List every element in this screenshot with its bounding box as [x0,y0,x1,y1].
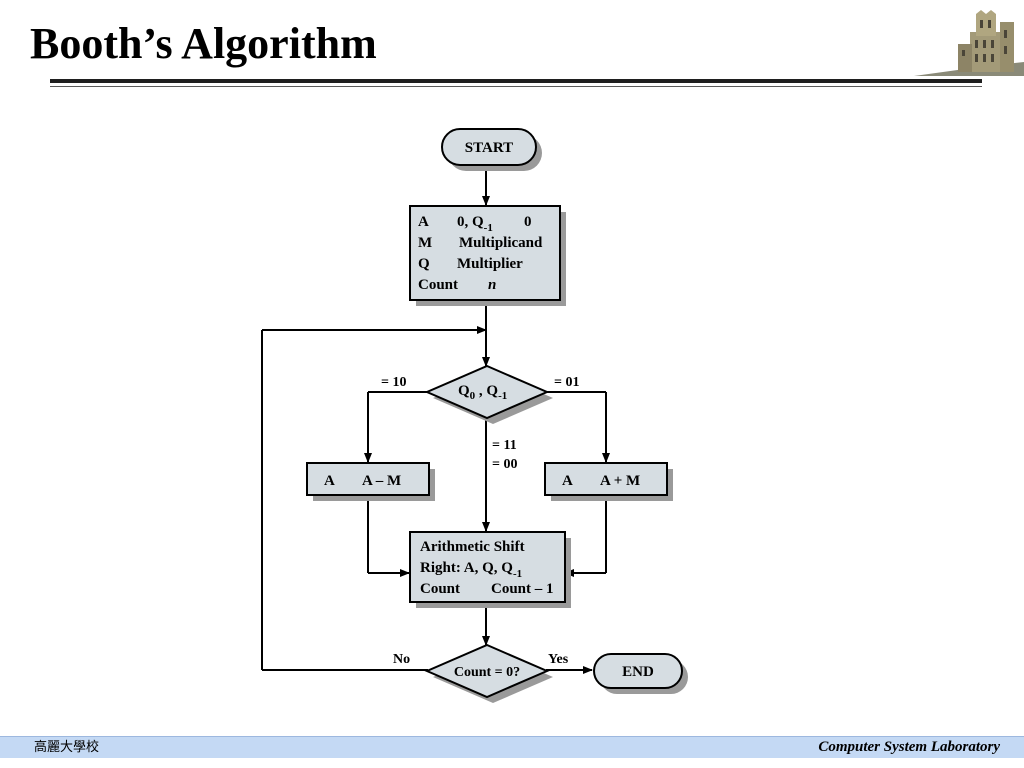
end-terminal: END [593,653,688,694]
end-label: END [622,664,654,680]
university-name: 高麗大學校 [34,740,100,755]
shift-count-val: Count – 1 [491,581,554,597]
subtract-expr: A – M [362,473,401,489]
slide-title: Booth’s Algorithm [30,19,377,68]
init-reg-count: Count [418,277,458,293]
decision1-label: Q0 , Q-1 [458,383,507,402]
shift-box: Arithmetic Shift Right: A, Q, Q-1 Count … [409,531,571,608]
shift-line1: Arithmetic Shift [420,539,525,555]
decision2-label: Count = 0? [454,665,520,680]
start-terminal: START [441,128,542,171]
decision-count-zero: Count = 0? [424,643,553,703]
init-box: A 0, Q-1 0 M Multiplicand Q Multiplier C… [409,205,566,306]
subtract-reg: A [324,473,335,489]
title-underline-thick [50,79,982,83]
init-val-count: n [488,277,496,293]
start-label: START [465,140,513,156]
branch-label-11: = 11 [492,438,517,453]
subtract-box: A A – M [306,462,435,501]
init-reg-m: M [418,235,432,251]
university-building-logo [914,10,1024,76]
init-val-m: Multiplicand [459,235,543,251]
add-expr: A + M [600,473,640,489]
add-box: A A + M [544,462,673,501]
yes-label: Yes [548,652,569,667]
init-reg-q: Q [418,256,430,272]
init-reg-a: A [418,214,429,230]
init-val-a-tail: 0 [524,214,532,230]
title-underline-thin [50,86,982,87]
decision-q0-q-1: Q0 , Q-1 [424,364,553,424]
connector-lines [261,168,610,674]
lab-name: Computer System Laboratory [818,739,1000,755]
init-val-q: Multiplier [457,256,523,272]
shift-line2: Right: A, Q, Q-1 [420,560,522,580]
init-val-a: 0, Q-1 [457,214,493,234]
branch-label-01: = 01 [554,375,579,390]
branch-label-10: = 10 [381,375,406,390]
booth-flowchart: START A 0, Q-1 0 M Multiplicand Q Multip… [261,128,688,703]
no-label: No [393,652,410,667]
shift-count-reg: Count [420,581,460,597]
footer-bar: 高麗大學校 Computer System Laboratory [0,736,1024,758]
branch-label-00: = 00 [492,457,517,472]
add-reg: A [562,473,573,489]
